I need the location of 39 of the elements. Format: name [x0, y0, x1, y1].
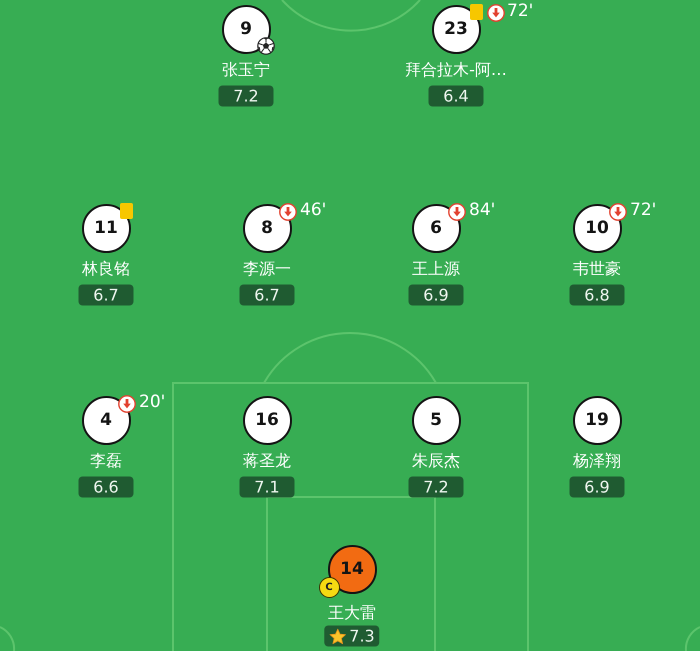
substitution-minute: 84'	[469, 200, 496, 220]
rating-badge: 6.6	[78, 476, 134, 498]
substitution-minute: 46'	[300, 200, 326, 220]
rating-value: 7.3	[349, 626, 375, 646]
rating-badge: 6.8	[570, 284, 624, 306]
substitution-minute: 20'	[139, 392, 166, 412]
player-name: 李磊	[90, 451, 122, 471]
player-number-circle: 9	[222, 4, 270, 54]
player-number-circle: 6	[412, 204, 460, 252]
rating-badge: 6.9	[408, 284, 464, 306]
player-name: 韦世豪	[573, 259, 621, 279]
substitution-minute: 72'	[630, 200, 656, 220]
player-number-circle: 8	[242, 204, 292, 252]
substitution-minute: 72'	[507, 1, 534, 21]
rating-badge: 6.7	[240, 284, 294, 306]
player-number-circle: 5	[412, 396, 460, 444]
player-name: 林良铭	[82, 259, 130, 279]
player-name: 王上源	[412, 259, 460, 279]
player-name: 杨泽翔	[573, 451, 621, 471]
player-number-circle: 16	[242, 396, 292, 444]
rating-badge: 7.1	[240, 476, 294, 498]
player-number-circle: 4	[82, 396, 130, 444]
player-number-circle: 23	[432, 4, 480, 54]
captain-badge: C	[318, 576, 340, 598]
rating-badge: 6.4	[428, 86, 484, 106]
player-name: 张玉宁	[222, 60, 270, 80]
rating-badge: 6.9	[570, 476, 624, 498]
rating-badge: 7.2	[408, 476, 464, 498]
player-name: 朱辰杰	[412, 451, 460, 471]
player-name: 李源一	[243, 259, 291, 279]
player-number-circle: 19	[572, 396, 622, 444]
rating-badge: 7.2	[218, 86, 274, 106]
player-name: 王大雷	[328, 603, 376, 623]
player-name: 拜合拉木-阿…	[405, 60, 507, 80]
player-name: 蒋圣龙	[243, 451, 291, 471]
rating-badge	[324, 626, 380, 646]
player-number-circle: 11	[82, 204, 130, 252]
player-number-circle: 10	[572, 204, 622, 252]
rating-badge: 6.7	[78, 284, 134, 306]
